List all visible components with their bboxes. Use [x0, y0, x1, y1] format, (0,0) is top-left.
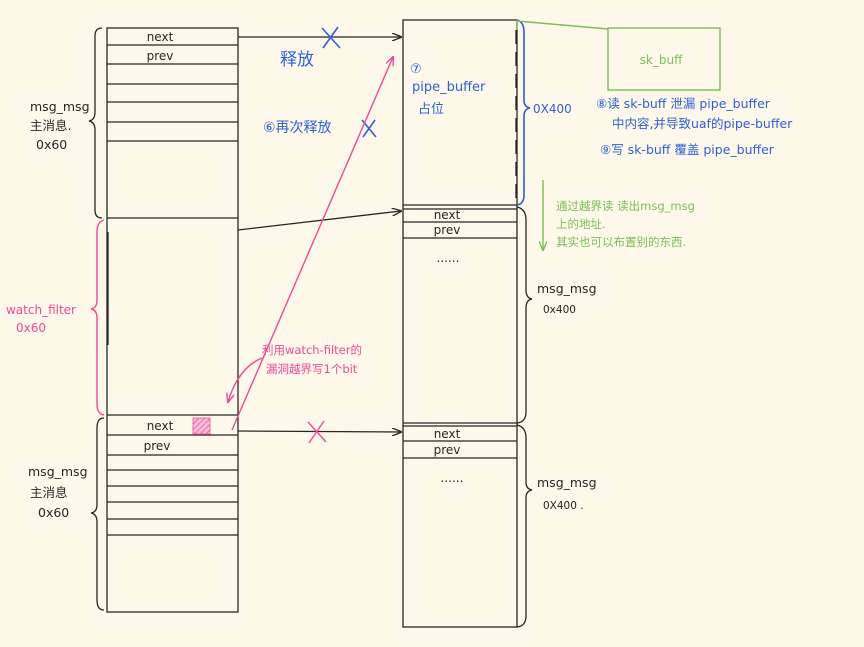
- prev-field-label: prev: [434, 223, 461, 237]
- next-field-label: next: [147, 419, 174, 433]
- more-fields-ellipsis: ......: [441, 471, 464, 485]
- right-column: ⑦ pipe_buffer 占位 next prev ...... next p…: [402, 19, 518, 628]
- oob-read-note: 上的地址.: [556, 217, 606, 231]
- oob-read-note: 其实也可以布置别的东西.: [556, 235, 686, 249]
- bottom-msg-msg-brace: [90, 417, 105, 611]
- pipe-buffer-note: 占位: [418, 102, 444, 117]
- right-msg-msg-1-label: msg_msg: [537, 281, 597, 296]
- next-field-label: next: [434, 208, 461, 222]
- left-bottom-msg-msg-block: next prev: [107, 417, 238, 536]
- prev-field-label: prev: [144, 439, 171, 453]
- bottom-next-pointer-arrow: [237, 431, 401, 432]
- bottom-msg-msg-label: msg_msg: [28, 464, 88, 479]
- pipe-buffer-label: pipe_buffer: [412, 80, 486, 95]
- pipe-buffer-step-number: ⑦: [410, 62, 422, 77]
- oob-write-note: 利用watch-filter的: [262, 343, 362, 357]
- free-again-annotation: ⑥再次释放: [263, 120, 332, 136]
- watch-filter-to-msg-msg-arrow: [237, 211, 401, 231]
- more-fields-ellipsis: ......: [437, 251, 460, 265]
- right-msg-msg-1-brace: [516, 206, 533, 424]
- left-column: next prev next prev: [106, 27, 239, 613]
- sk-buff-label: sk_buff: [640, 53, 683, 67]
- step8-annotation: 中内容,并导致uaf的pipe-buffer: [612, 116, 793, 131]
- pipe-buffer-brace: [516, 19, 531, 206]
- oob-read-note: 通过越界读 读出msg_msg: [556, 199, 695, 213]
- oob-write-note: 漏洞越界写1个bit: [266, 362, 358, 376]
- right-column-box: [402, 19, 518, 628]
- pipe-buffer-size: 0X400: [533, 102, 572, 116]
- right-msg-msg-2-size: 0X400 .: [543, 500, 584, 512]
- bottom-msg-msg-size: 0x60: [38, 505, 69, 520]
- right-msg-msg-1-size: 0x400: [543, 304, 576, 316]
- corrupted-bit-marker: [192, 417, 211, 435]
- top-msg-msg-label: msg_msg: [30, 99, 90, 114]
- next-field-label: next: [434, 427, 461, 441]
- right-msg-msg-2-brace: [516, 424, 533, 628]
- broken-pointer-cross-mark: [307, 420, 327, 444]
- sk-buff-connector: [516, 20, 609, 30]
- left-column-box: [106, 27, 239, 613]
- oob-write-pointer-arrow: [228, 357, 263, 402]
- corrupted-pointer-to-pipe-buffer-arrow: [231, 57, 393, 431]
- watch-filter-label: watch_filter: [6, 303, 76, 317]
- top-msg-msg-brace: [88, 27, 103, 219]
- top-msg-msg-label: 主消息.: [30, 118, 71, 133]
- left-top-msg-msg-block: next prev: [107, 30, 238, 219]
- sk-buff-box: [607, 27, 721, 91]
- freed-cross-mark: [321, 26, 341, 49]
- watch-filter-size: 0x60: [16, 321, 46, 335]
- step8-annotation: ⑧读 sk-buff 泄漏 pipe_buffer: [596, 96, 771, 111]
- step9-annotation: ⑨写 sk-buff 覆盖 pipe_buffer: [600, 142, 775, 157]
- right-msg-msg-2-label: msg_msg: [537, 475, 597, 490]
- prev-field-label: prev: [434, 443, 461, 457]
- prev-field-label: prev: [147, 49, 174, 63]
- next-field-label: next: [147, 30, 174, 44]
- free-annotation: 释放: [280, 50, 314, 70]
- watch-filter-brace: [90, 219, 105, 416]
- bottom-msg-msg-label: 主消息: [30, 485, 68, 500]
- top-msg-msg-size: 0x60: [36, 137, 67, 152]
